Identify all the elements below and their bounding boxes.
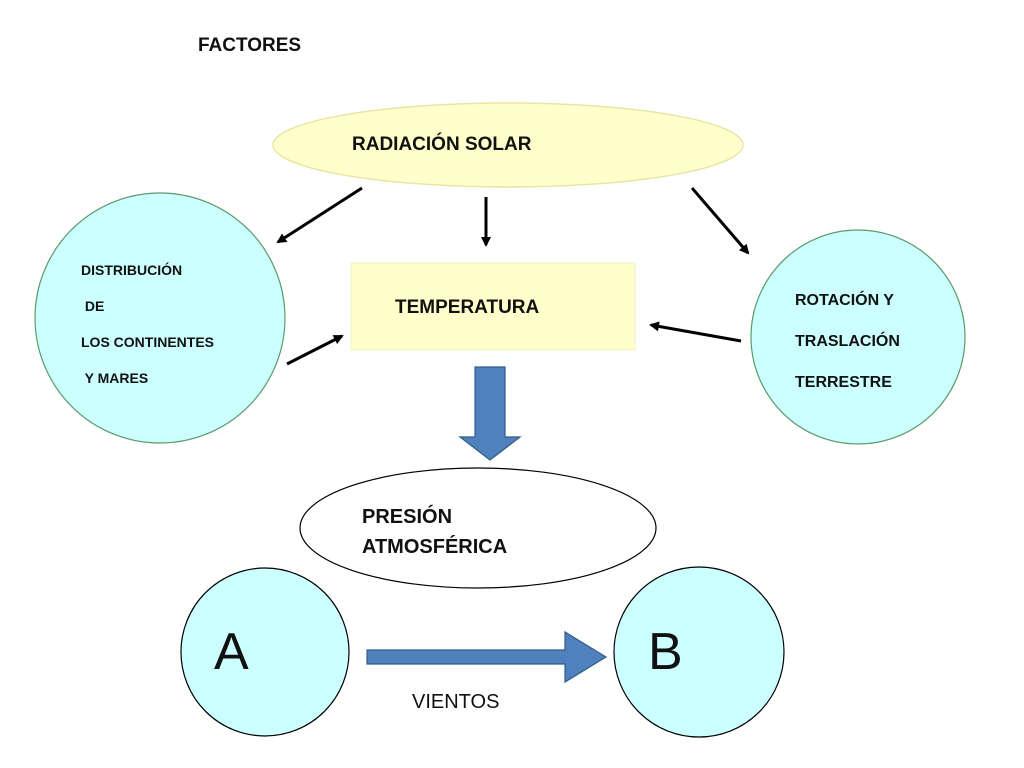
- arrow-temperature-to-pressure: [458, 366, 522, 461]
- arrow-winds: [366, 630, 608, 684]
- pole-a-node: [180, 567, 350, 737]
- pole-b-node: [613, 566, 785, 738]
- continents-label: DISTRIBUCIÓN DE LOS CONTINENTES Y MARES: [81, 260, 214, 404]
- continents-node: [34, 192, 286, 444]
- pressure-line: PRESIÓN: [362, 506, 453, 528]
- diagram-title: FACTORES: [198, 35, 302, 56]
- continents-line: DISTRIBUCIÓN: [81, 262, 183, 278]
- earth-motion-line: TERRESTRE: [795, 374, 892, 391]
- earth-motion-node: [750, 229, 966, 445]
- earth-motion-label: ROTACIÓN Y TRASLACIÓN TERRESTRE: [795, 290, 900, 413]
- winds-label: VIENTOS: [412, 691, 500, 713]
- temperature-node: [350, 262, 636, 351]
- pressure-line: ATMOSFÉRICA: [362, 536, 508, 558]
- pole-a-label: A: [214, 623, 249, 681]
- earth-motion-line: TRASLACIÓN: [795, 333, 900, 350]
- arrow-solar-to-earth-motion: [690, 187, 750, 255]
- solar-radiation-label: RADIACIÓN SOLAR: [352, 134, 532, 155]
- continents-line: DE: [81, 298, 105, 314]
- continents-line: LOS CONTINENTES: [81, 334, 215, 350]
- arrow-continents-to-temperature: [286, 334, 344, 366]
- pressure-label: PRESIÓN ATMOSFÉRICA: [362, 502, 507, 562]
- earth-motion-line: ROTACIÓN Y: [795, 292, 894, 309]
- arrow-solar-to-continents: [276, 186, 363, 244]
- temperature-label: TEMPERATURA: [395, 297, 540, 318]
- pole-b-label: B: [648, 623, 683, 681]
- pressure-node: [299, 467, 657, 589]
- continents-line: Y MARES: [81, 370, 149, 386]
- solar-radiation-node: [272, 102, 744, 188]
- arrow-earth-motion-to-temperature: [649, 321, 742, 343]
